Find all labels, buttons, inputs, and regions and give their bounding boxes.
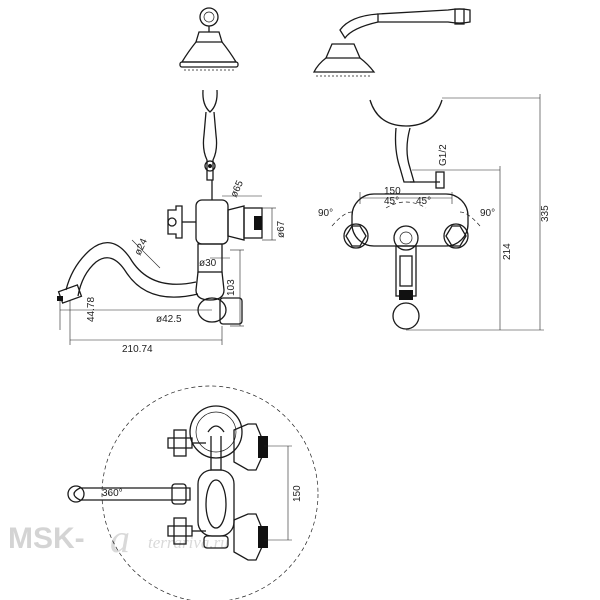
watermark-brand: MSK-: [8, 522, 85, 555]
front-dimensions: [59, 195, 276, 345]
cradle-side: [369, 99, 443, 183]
dim-v90a: 90°: [318, 208, 333, 219]
rotation-circle: [101, 385, 319, 600]
mixer-body-side: [331, 193, 481, 330]
dim-h214: 214: [502, 243, 513, 260]
watermark-site: terrariva.ru: [148, 533, 229, 552]
dim-d67: ø67: [276, 220, 287, 238]
mixer-body-front: [167, 180, 263, 325]
watermark: MSK- a terrariva.ru: [8, 516, 229, 561]
hand-shower-side: [312, 8, 471, 77]
inlet-side: [410, 171, 445, 189]
handles-top: [167, 429, 206, 545]
front-view: ø65 ø67 ø24 ø30 103 44.78 ø42.5 210.74: [57, 7, 287, 355]
top-dimensions: [108, 445, 292, 541]
spout-front: [57, 242, 199, 304]
side-dimensions: [359, 94, 544, 331]
dim-h44-78: 44.78: [86, 297, 97, 322]
dim-h103: 103: [226, 279, 237, 296]
dim-rot360: 360°: [102, 488, 123, 499]
dim-d42-5: ø42.5: [156, 314, 182, 325]
dim-d24: ø24: [133, 237, 150, 258]
dim-h335: 335: [540, 205, 551, 222]
dim-g12: G1/2: [438, 144, 449, 166]
watermark-logo-a: a: [110, 516, 130, 561]
column-top: [189, 405, 243, 549]
dim-v45b: 45°: [416, 196, 431, 207]
spout-top: [67, 483, 191, 505]
wall-flanges-top: [233, 423, 268, 561]
dim-d30: ø30: [199, 258, 217, 269]
side-view: 150 45° 45° 90° 90° G1/2 214 335: [312, 8, 551, 331]
shower-holder-front: [202, 89, 218, 181]
shower-head-front: [179, 7, 239, 71]
dim-w150-bottom: 150: [292, 485, 303, 502]
dim-v45a: 45°: [384, 196, 399, 207]
dim-w150-top: 150: [384, 186, 401, 197]
dim-v90b: 90°: [480, 208, 495, 219]
top-view: 360° 150: [67, 385, 319, 600]
dim-w210-74: 210.74: [122, 344, 153, 355]
